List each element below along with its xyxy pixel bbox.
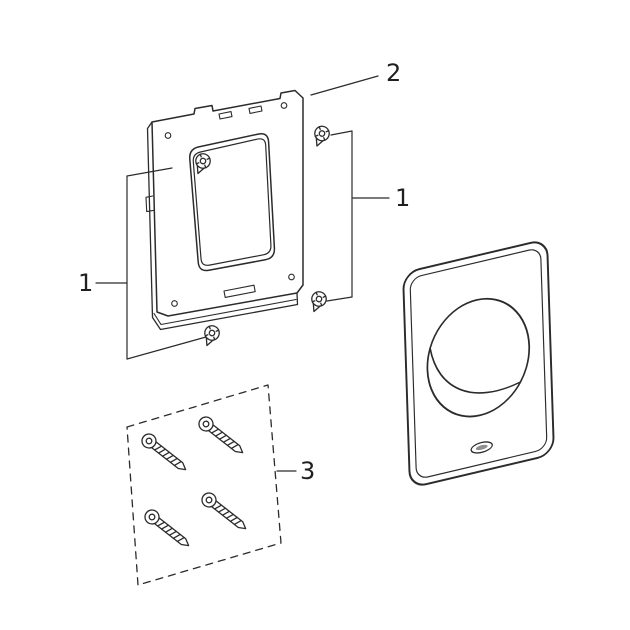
bracket-left-top-tick (126, 167, 173, 177)
frame-bottom-slot (223, 284, 256, 298)
frame-corner-hole (280, 102, 288, 109)
bracket-right-top-tick (330, 130, 353, 136)
callout-label-screws-right: 1 (395, 184, 410, 212)
plate-indicator-window (470, 441, 493, 454)
plate-inner-bevel (409, 249, 548, 478)
frame-fold-line (153, 298, 297, 326)
callout-label-screws-left: 1 (78, 269, 93, 297)
frame-thickness-edge (146, 121, 299, 331)
screw-pack-boundary (126, 384, 282, 586)
callout-label-screw-pack: 3 (300, 457, 315, 485)
frame-screw (309, 123, 333, 150)
frame-opening-outer (189, 133, 276, 272)
callout-labels: 2 1 1 3 (78, 59, 410, 485)
callout-label-frame: 2 (386, 59, 401, 87)
plate-indicator-lens (475, 444, 488, 451)
frame-corner-hole (164, 132, 172, 139)
frame-top-slot (248, 105, 263, 114)
pack-screw (138, 430, 191, 476)
pack-screw (195, 413, 248, 459)
frame-corner-hole (288, 273, 295, 281)
callouts: 2 1 1 3 (78, 59, 410, 485)
flush-plate (402, 241, 555, 486)
pack-screw (198, 489, 251, 535)
drawing-root: 2 1 1 3 (78, 59, 555, 586)
frame-screw (199, 322, 223, 349)
frame-opening-inner (192, 138, 272, 266)
frame-screw (306, 288, 330, 315)
frame-top-slot (218, 111, 233, 120)
plate-outer-edge (402, 241, 555, 486)
mounting-frame (145, 89, 333, 349)
bracket-right-bottom-tick (326, 296, 353, 302)
frame-corner-hole (171, 300, 178, 307)
leader-line-frame (310, 75, 379, 96)
frame-side-tab (145, 195, 154, 213)
bracket-left-bottom-tick (126, 336, 207, 360)
plate-flush-button (426, 297, 531, 418)
pack-screw (141, 506, 194, 552)
plate-small-button-split (429, 347, 521, 394)
screw-pack (126, 384, 282, 586)
